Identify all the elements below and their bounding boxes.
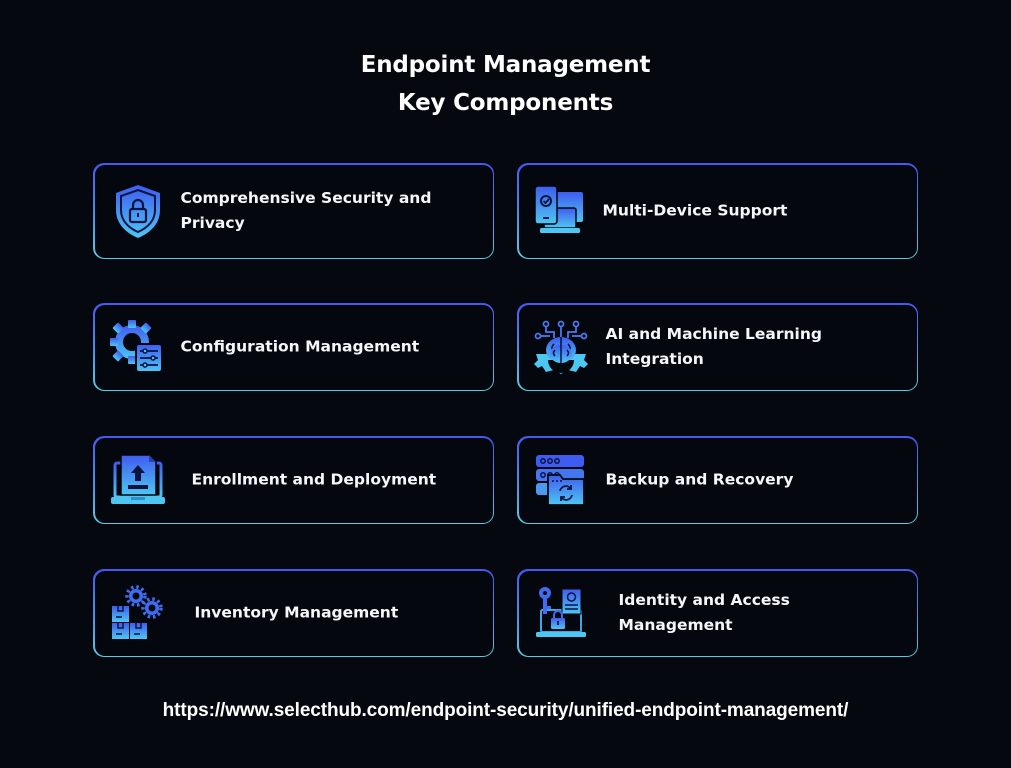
component-card-enrollment: Enrollment and Deployment bbox=[93, 436, 494, 524]
component-label: Multi-Device Support bbox=[602, 201, 788, 220]
component-card-backup: Backup and Recovery bbox=[517, 436, 918, 524]
laptop-upload-icon bbox=[109, 451, 167, 509]
component-label: AI and Machine Learning Integration bbox=[605, 325, 822, 368]
component-card-multi-device: Multi-Device Support bbox=[517, 163, 918, 259]
component-card-ai-ml: AI and Machine Learning Integration bbox=[517, 303, 918, 391]
key-id-lock-icon bbox=[533, 584, 591, 642]
title-line-2: Key Components bbox=[397, 90, 614, 116]
component-label: Backup and Recovery bbox=[605, 470, 794, 489]
shield-lock-icon bbox=[109, 182, 167, 240]
component-card-configuration: Configuration Management bbox=[93, 303, 494, 391]
component-label: Inventory Management bbox=[194, 603, 399, 622]
source-url: https://www.selecthub.com/endpoint-secur… bbox=[162, 700, 849, 721]
component-card-inventory: Inventory Management bbox=[93, 569, 494, 657]
gear-settings-icon bbox=[108, 318, 166, 376]
component-label: Comprehensive Security and Privacy bbox=[180, 189, 432, 232]
page-title: Endpoint Management Key Components bbox=[0, 46, 1011, 122]
component-card-security: Comprehensive Security and Privacy bbox=[93, 163, 494, 259]
component-card-identity: Identity and Access Management bbox=[517, 569, 918, 657]
multi-device-icon bbox=[531, 182, 589, 240]
component-label: Identity and Access Management bbox=[618, 591, 790, 634]
component-label: Configuration Management bbox=[180, 337, 420, 356]
ai-brain-gear-icon bbox=[532, 318, 590, 376]
title-line-1: Endpoint Management bbox=[360, 52, 651, 78]
server-backup-icon bbox=[532, 451, 590, 509]
component-label: Enrollment and Deployment bbox=[191, 470, 437, 489]
boxes-gears-icon bbox=[108, 584, 166, 642]
